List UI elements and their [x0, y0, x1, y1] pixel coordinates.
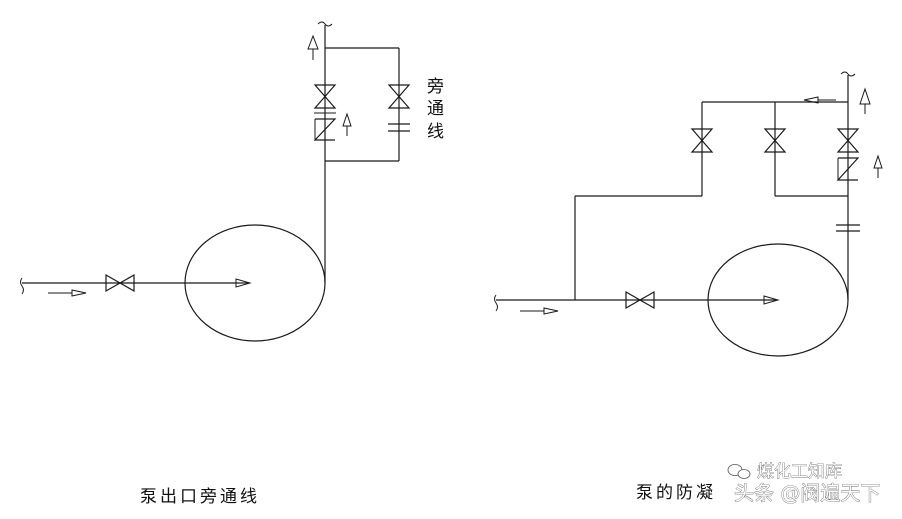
arrow-into-pump-left [235, 278, 252, 288]
warmup-valve-left [690, 128, 714, 153]
flow-arrow-up-check-right [873, 154, 883, 178]
flow-arrow-suction-left [48, 289, 87, 297]
discharge-valve-right [836, 128, 860, 153]
watermark: 煤化工知库 头条 @阀遍天下 [727, 462, 881, 505]
isolation-valve-main-left [313, 84, 337, 109]
left-pump-bypass-diagram: 旁 通 线 泵出口旁通线 [20, 21, 444, 507]
check-valve-right [836, 157, 860, 181]
left-diagram-caption: 泵出口旁通线 [140, 487, 260, 507]
flow-arrow-up-check-left [342, 112, 352, 136]
watermark-account: 煤化工知库 [757, 462, 842, 482]
gate-valve-suction-left [105, 273, 135, 293]
flow-arrow-header-left [803, 96, 836, 104]
break-mark-outlet-left [317, 21, 333, 27]
watermark-source: 头条 @阀遍天下 [734, 481, 880, 505]
bypass-valve [387, 84, 411, 109]
right-diagram-caption: 泵的防凝 [636, 483, 716, 503]
arrow-into-pump-right [763, 295, 780, 305]
break-mark-outlet-right [840, 71, 856, 77]
break-mark-inlet-left [20, 277, 24, 295]
break-mark-inlet-right [494, 294, 498, 312]
gate-valve-suction-right [625, 290, 655, 310]
flow-arrow-up-top-right [859, 87, 871, 114]
warmup-valve-middle [763, 128, 787, 153]
check-valve-main-left [313, 118, 337, 141]
bypass-label-char-2: 通 [427, 99, 444, 119]
right-pump-anti-freeze-diagram: 泵的防凝 [494, 71, 883, 503]
wechat-icon [727, 464, 751, 479]
bypass-label-char-3: 线 [427, 122, 444, 142]
bypass-label-char-1: 旁 [427, 77, 444, 97]
flow-arrow-up-top-left [307, 34, 319, 60]
flow-arrow-suction-right [520, 307, 559, 315]
